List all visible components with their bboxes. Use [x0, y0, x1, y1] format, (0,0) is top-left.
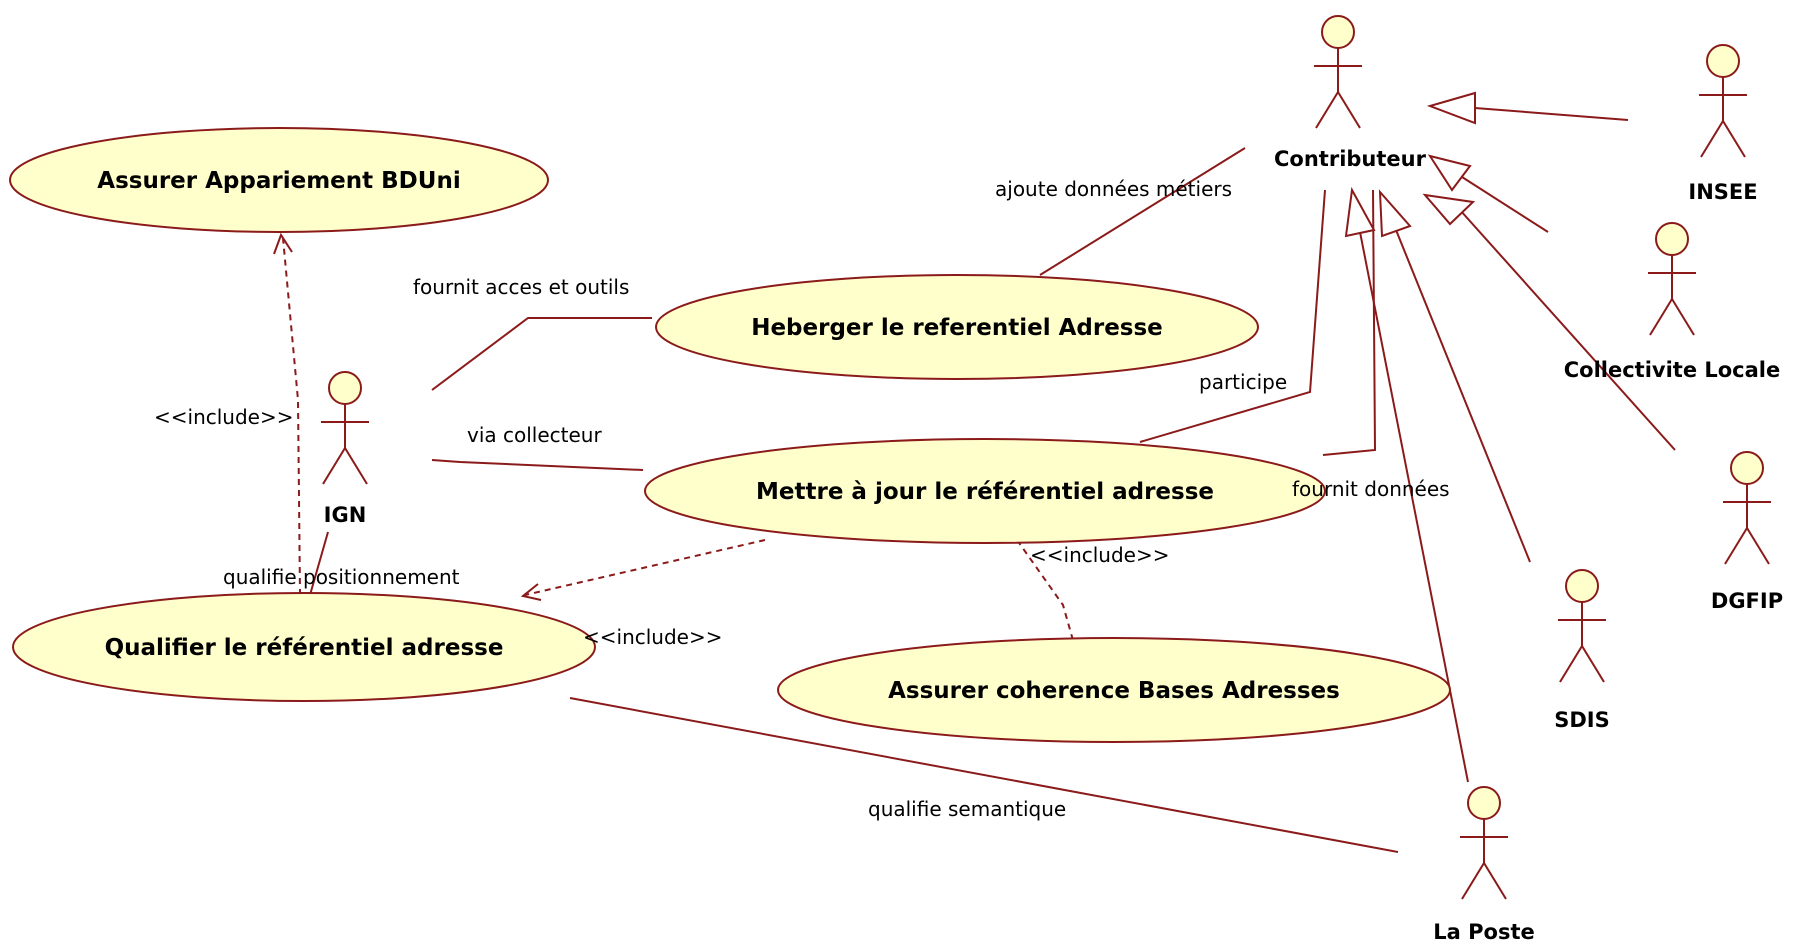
gen-collectivite-line — [1461, 176, 1549, 233]
use-case-mettre-a-jour-label: Mettre à jour le référentiel adresse — [756, 479, 1214, 505]
use-case-coherence[interactable]: Assurer coherence Bases Adresses — [777, 637, 1451, 743]
assoc-fournit-donnees-line — [1322, 189, 1377, 456]
assoc-qualifie-semantique-label: qualifie semantique — [868, 797, 1066, 821]
actor-collectivite[interactable]: Collectivite Locale — [1564, 222, 1781, 382]
actor-insee[interactable]: INSEE — [1688, 44, 1758, 204]
gen-insee-arrow — [1426, 91, 1476, 125]
actor-la-poste-label: La Poste — [1433, 920, 1534, 943]
assoc-ajoute-label: ajoute données métiers — [995, 177, 1232, 201]
use-case-appariement-label: Assurer Appariement BDUni — [97, 168, 460, 194]
actor-sdis[interactable]: SDIS — [1554, 569, 1610, 732]
gen-sdis-arrow — [1378, 189, 1412, 238]
include-coherence-label: <<include>> — [1030, 543, 1170, 567]
use-case-mettre-a-jour[interactable]: Mettre à jour le référentiel adresse — [644, 438, 1326, 544]
assoc-fournit-acces-line — [431, 317, 652, 391]
gen-dgfip-arrow — [1422, 193, 1476, 226]
actor-ign[interactable]: IGN — [321, 371, 369, 527]
include-qualifier-line — [524, 539, 766, 596]
assoc-participe-label: participe — [1199, 370, 1287, 394]
actor-la-poste[interactable]: La Poste — [1433, 786, 1535, 943]
include-appariement-label: <<include>> — [154, 405, 294, 429]
use-case-heberger-label: Heberger le referentiel Adresse — [751, 315, 1163, 341]
assoc-qualifie-position-label: qualifie positionnement — [223, 565, 460, 589]
gen-insee-line — [1474, 107, 1629, 121]
use-case-coherence-label: Assurer coherence Bases Adresses — [888, 678, 1340, 704]
gen-collectivite-arrow — [1427, 154, 1472, 192]
use-case-qualifier-label: Qualifier le référentiel adresse — [105, 635, 504, 661]
actor-collectivite-label: Collectivite Locale — [1564, 358, 1781, 382]
assoc-fournit-donnees-label: fournit données — [1292, 477, 1450, 501]
use-case-appariement[interactable]: Assurer Appariement BDUni — [9, 127, 549, 233]
actor-contributeur[interactable]: Contributeur — [1274, 15, 1427, 171]
use-case-heberger[interactable]: Heberger le referentiel Adresse — [655, 274, 1259, 380]
actor-ign-label: IGN — [324, 503, 367, 527]
actor-contributeur-label: Contributeur — [1274, 147, 1427, 171]
assoc-ajoute-line — [1039, 147, 1246, 276]
gen-dgfip-line — [1459, 209, 1676, 451]
actor-sdis-label: SDIS — [1554, 708, 1610, 732]
assoc-fournit-acces-label: fournit acces et outils — [413, 275, 629, 299]
include-qualifier-arrowhead — [520, 583, 542, 601]
include-appariement-arrowhead — [273, 232, 293, 255]
assoc-via-collecteur-label: via collecteur — [467, 423, 602, 447]
gen-laposte-arrow — [1344, 186, 1376, 238]
assoc-qualifie-position-line — [309, 531, 329, 596]
assoc-via-collecteur-line — [431, 459, 644, 471]
assoc-participe-line — [1139, 189, 1326, 443]
gen-sdis-line — [1395, 229, 1531, 563]
include-qualifier-label: <<include>> — [583, 625, 723, 649]
actor-insee-label: INSEE — [1688, 180, 1757, 204]
use-case-qualifier[interactable]: Qualifier le référentiel adresse — [12, 592, 596, 702]
actor-dgfip[interactable]: DGFIP — [1711, 451, 1783, 613]
actor-dgfip-label: DGFIP — [1711, 589, 1783, 613]
assoc-qualifie-semantique-line — [569, 697, 1399, 853]
